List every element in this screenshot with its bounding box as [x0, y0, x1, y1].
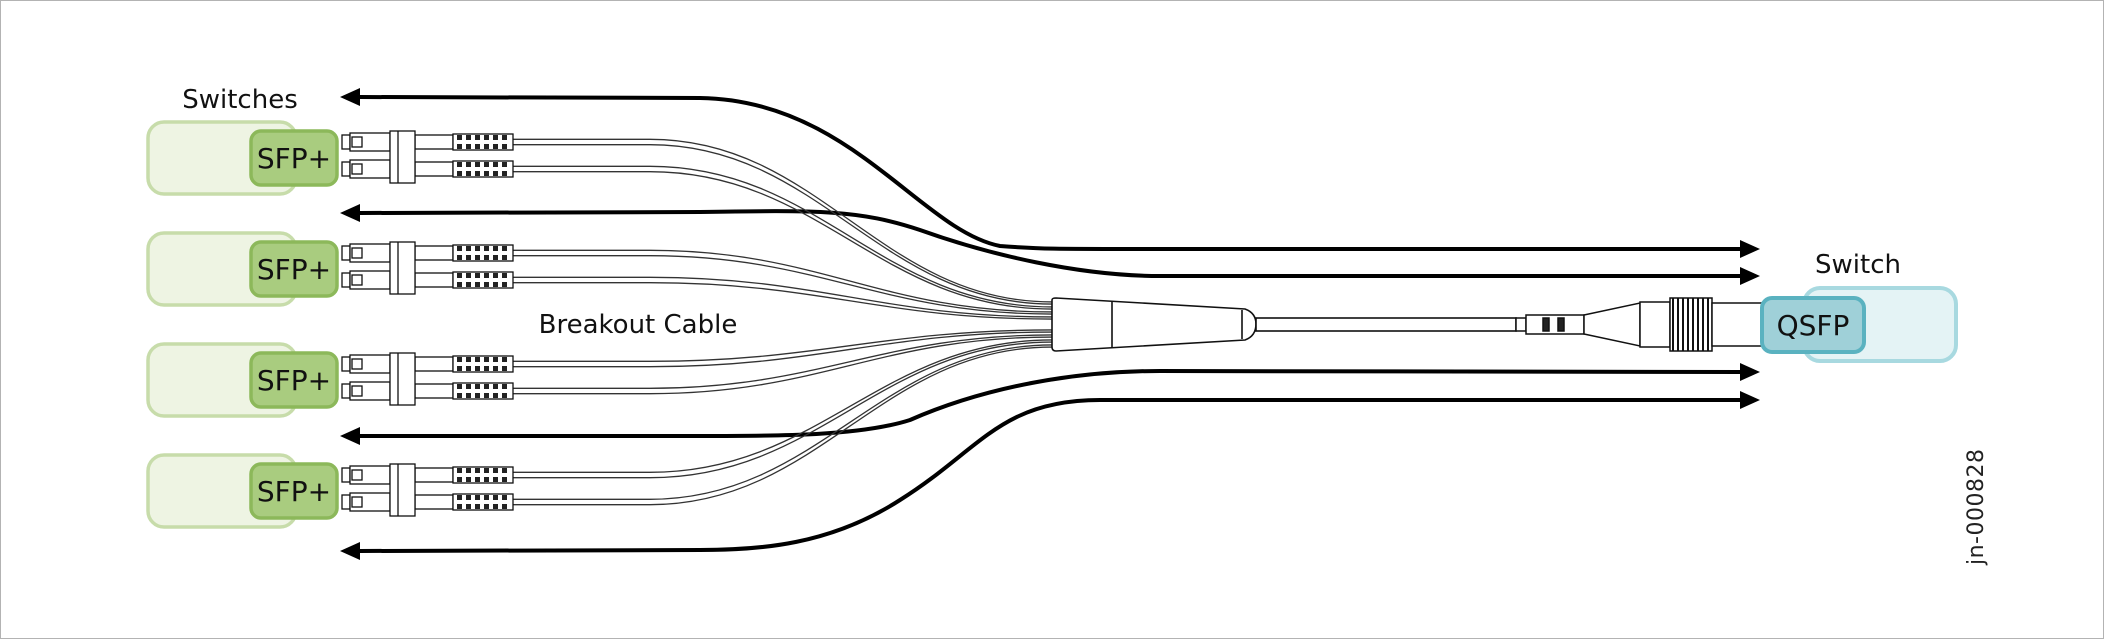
fiber-6	[513, 334, 1053, 395]
fiber-3	[513, 249, 1053, 315]
sfp-label: SFP+	[257, 475, 331, 508]
fiber-7	[513, 339, 1053, 479]
arrowhead-right-4	[1740, 391, 1760, 409]
sfp-port-4: SFP+	[146, 453, 514, 529]
breakout-cable-label: Breakout Cable	[539, 310, 738, 340]
lc-connector	[341, 241, 514, 295]
lc-connector	[341, 463, 514, 517]
breakout-body	[1051, 297, 1517, 352]
lc-connector	[341, 130, 514, 184]
mpo-ribbed-boot	[1669, 297, 1713, 352]
sfp-module	[249, 462, 339, 520]
sfp-module	[249, 129, 339, 187]
document-id: jn-000828	[1964, 449, 1989, 566]
fiber-1	[513, 138, 1053, 305]
sfp-port-1: SFP+	[146, 120, 514, 196]
arrowhead-right-2	[1740, 267, 1760, 285]
arrowhead-left-3	[340, 427, 360, 445]
fiber-4	[513, 276, 1053, 320]
switches-label: Switches	[182, 85, 298, 115]
qsfp-label: QSFP	[1777, 309, 1850, 342]
arrowhead-right-1	[1740, 240, 1760, 258]
fiber-8	[513, 344, 1053, 506]
mpo-connector	[1515, 297, 1773, 352]
flow-arrows	[359, 95, 1741, 553]
sfp-ports: SFP+ SFP+ SFP+ SFP+	[146, 120, 514, 529]
fiber-2	[513, 165, 1053, 310]
arrowhead-left-4	[340, 542, 360, 560]
lc-connector	[341, 352, 514, 406]
sfp-label: SFP+	[257, 253, 331, 286]
arrowhead-right-3	[1740, 363, 1760, 381]
switch-label: Switch	[1815, 250, 1901, 280]
fanout-fibers	[513, 138, 1053, 506]
sfp-module	[249, 351, 339, 409]
fiber-5	[513, 329, 1053, 368]
qsfp-module	[1760, 296, 1866, 354]
sfp-label: SFP+	[257, 142, 331, 175]
breakout-splitter	[1051, 297, 1257, 352]
arrow-rx-2	[359, 398, 1740, 553]
sfp-label: SFP+	[257, 364, 331, 397]
trunk-cable	[1255, 317, 1517, 332]
qsfp-port: QSFP	[1760, 286, 1958, 363]
arrow-rx-1	[359, 209, 1740, 278]
arrowheads	[340, 88, 1760, 560]
sfp-module	[249, 240, 339, 298]
sfp-port-2: SFP+	[146, 231, 514, 307]
arrow-tx-2	[360, 368, 1741, 438]
arrow-tx-1	[359, 95, 1161, 251]
sfp-port-3: SFP+	[146, 342, 514, 418]
arrowhead-left-2	[340, 204, 360, 222]
arrowhead-left-1	[340, 88, 360, 106]
